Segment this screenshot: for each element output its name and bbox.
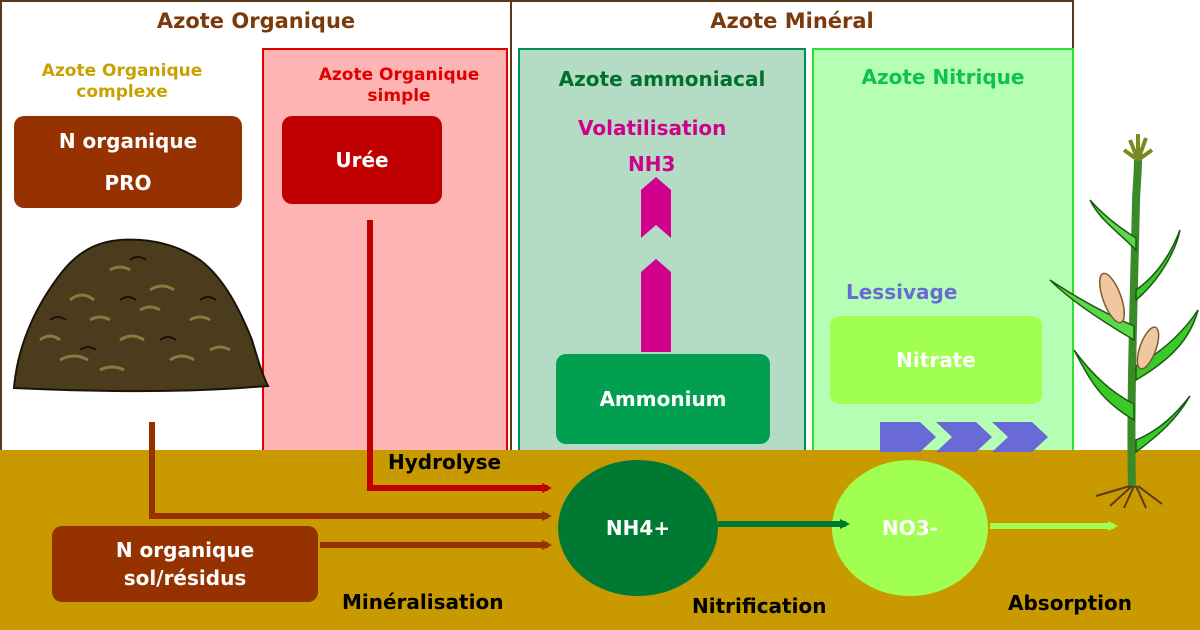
corn-plant-icon — [1049, 134, 1199, 509]
compost-heap-icon — [12, 238, 270, 392]
volatilisation-label: Volatilisation — [578, 116, 727, 140]
hydrolyse-label: Hydrolyse — [388, 450, 502, 474]
label-nitric: Azote Nitrique — [861, 65, 1025, 89]
pro-line1: N organique — [58, 129, 198, 153]
uree-label: Urée — [335, 148, 389, 172]
volatilisation-arrow-icon — [641, 177, 671, 352]
nitrate-label: Nitrate — [896, 348, 976, 372]
lessivage-chevrons-icon — [880, 422, 1048, 452]
absorption-label: Absorption — [1008, 591, 1133, 615]
pro-mineralisation-arrow — [149, 422, 552, 521]
uree-box: Urée — [282, 116, 442, 204]
n-organique-pro-box: N organique PRO — [14, 116, 242, 208]
nitrification-label: Nitrification — [692, 594, 827, 618]
no3-label: NO3- — [882, 516, 938, 540]
nh4-circle — [558, 460, 718, 596]
soil-line1: N organique — [115, 538, 255, 562]
nh4-label: NH4+ — [605, 516, 671, 540]
no3-circle — [832, 460, 988, 596]
hydrolyse-arrow — [367, 220, 552, 493]
header-mineral: Azote Minéral — [710, 9, 874, 33]
soil-line2: sol/résidus — [123, 566, 247, 590]
n-organique-sol-box: N organique sol/résidus — [52, 526, 318, 602]
ammonium-box: Ammonium — [556, 354, 770, 444]
header-organic: Azote Organique — [156, 9, 356, 33]
nitrate-box: Nitrate — [830, 316, 1042, 404]
lessivage-label: Lessivage — [846, 280, 958, 304]
mineralisation-label: Minéralisation — [342, 590, 504, 614]
label-simple: Azote Organique simple — [318, 65, 480, 106]
ammonium-label: Ammonium — [599, 387, 727, 411]
pro-line2: PRO — [104, 171, 152, 195]
panel-simple — [262, 48, 508, 452]
nh3-label: NH3 — [628, 152, 676, 176]
label-complex: Azote Organique complexe — [41, 61, 203, 102]
label-ammoniacal: Azote ammoniacal — [558, 67, 766, 91]
